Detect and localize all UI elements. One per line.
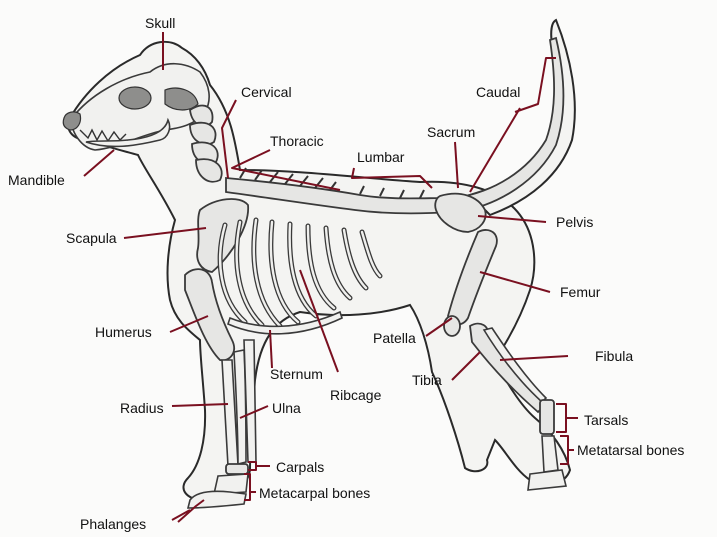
- label-carpals: Carpals: [276, 459, 325, 475]
- front-leg-bones: [184, 268, 249, 509]
- label-ulna: Ulna: [272, 400, 301, 416]
- caudal-vertebrae: [453, 36, 565, 214]
- mandible-bone: [85, 117, 171, 148]
- label-patella: Patella: [373, 330, 416, 346]
- label-tibia: Tibia: [412, 372, 442, 388]
- label-radius: Radius: [120, 400, 164, 416]
- pelvis-bone: [434, 192, 487, 233]
- label-pelvis: Pelvis: [556, 214, 594, 230]
- label-femur: Femur: [560, 284, 601, 300]
- label-skull: Skull: [145, 15, 176, 31]
- label-thoracic: Thoracic: [270, 133, 324, 149]
- label-ribcage: Ribcage: [330, 387, 382, 403]
- label-metacarpal-bones: Metacarpal bones: [259, 485, 371, 501]
- label-lumbar: Lumbar: [357, 149, 405, 165]
- label-scapula: Scapula: [66, 230, 117, 246]
- hind-leg-bones: [443, 229, 567, 491]
- label-phalanges: Phalanges: [80, 516, 147, 532]
- leader-lines: [83, 32, 578, 523]
- label-metatarsal-bones: Metatarsal bones: [577, 442, 685, 458]
- label-caudal: Caudal: [476, 84, 521, 100]
- label-sacrum: Sacrum: [427, 124, 476, 140]
- ribcage-bones: [217, 217, 383, 329]
- label-fibula: Fibula: [595, 348, 634, 364]
- label-sternum: Sternum: [270, 366, 323, 382]
- label-tarsals: Tarsals: [584, 412, 629, 428]
- label-cervical: Cervical: [241, 84, 292, 100]
- cervical-vertebrae: [189, 104, 223, 183]
- label-humerus: Humerus: [95, 324, 152, 340]
- sternum-bone: [227, 310, 343, 335]
- label-mandible: Mandible: [8, 172, 65, 188]
